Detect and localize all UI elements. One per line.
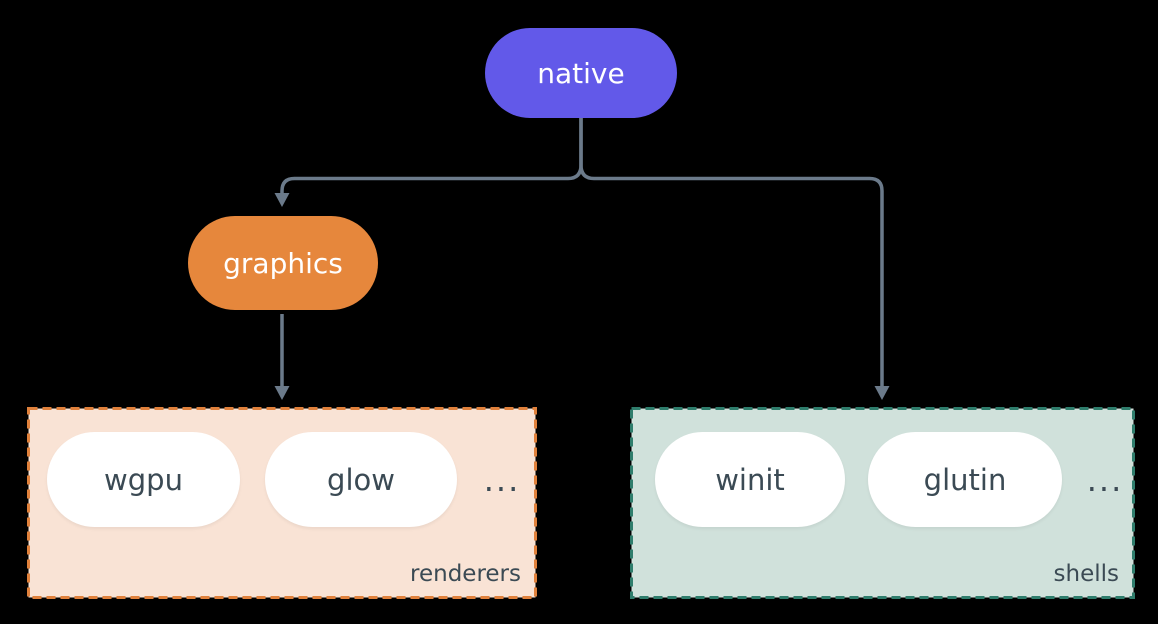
node-wgpu-label: wgpu — [104, 462, 183, 497]
renderers-ellipsis: ... — [483, 460, 521, 499]
node-glutin: glutin — [868, 432, 1062, 527]
arrowhead-to-renderers — [274, 386, 290, 400]
node-native: native — [485, 28, 677, 118]
node-winit-label: winit — [715, 462, 785, 497]
arrowhead-to-graphics — [274, 193, 290, 207]
shells-ellipsis: ... — [1086, 460, 1124, 499]
renderers-group-label: renderers — [410, 561, 521, 587]
shells-group-label: shells — [1053, 561, 1119, 587]
group-renderers: wgpu glow ... renderers — [27, 407, 537, 599]
node-wgpu: wgpu — [47, 432, 240, 527]
node-glutin-label: glutin — [923, 462, 1007, 497]
edge-native-to-graphics — [280, 118, 583, 193]
edge-native-to-shells — [579, 118, 884, 386]
node-graphics: graphics — [188, 216, 378, 310]
node-graphics-label: graphics — [223, 246, 343, 280]
arrowhead-to-shells — [874, 386, 890, 400]
node-glow-label: glow — [327, 462, 395, 497]
node-winit: winit — [655, 432, 845, 527]
node-native-label: native — [537, 56, 625, 90]
node-glow: glow — [265, 432, 457, 527]
group-shells: winit glutin ... shells — [630, 407, 1135, 599]
